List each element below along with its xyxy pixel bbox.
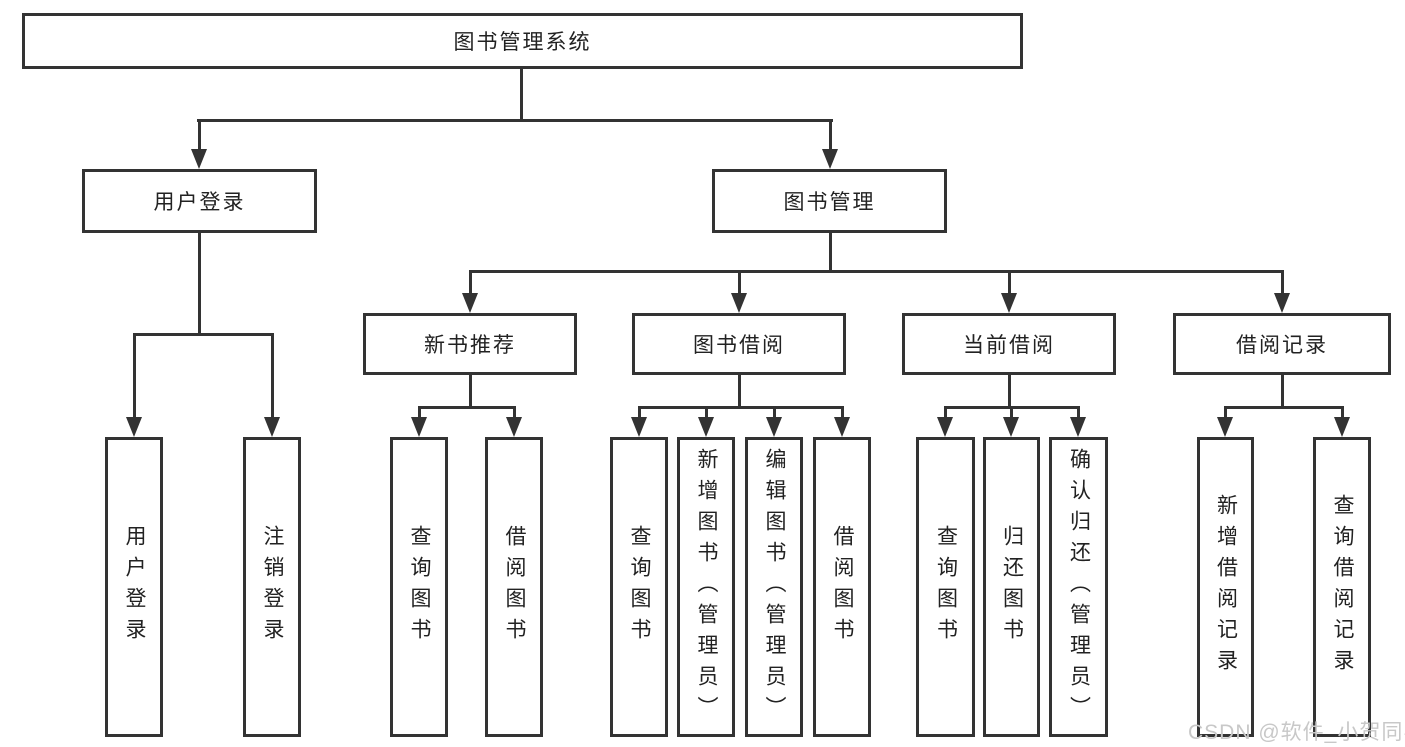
arrowhead-edit-book-icon: [766, 417, 782, 437]
connector-to-add-borrow-record: [1224, 406, 1227, 418]
connector-to-borrow-book-a: [513, 406, 516, 418]
leaf-add-book-admin: 新增图书（管理员）: [677, 437, 735, 737]
connector-new-book-stem: [469, 372, 472, 408]
leaf-add-borrow-record: 新增借阅记录: [1197, 437, 1254, 737]
node-book-management: 图书管理: [712, 169, 947, 233]
arrowhead-query-book-c-icon: [937, 417, 953, 437]
leaf-logout-label: 注销登录: [261, 525, 284, 649]
arrowhead-new-book-recommend-icon: [462, 293, 478, 313]
connector-to-book-borrow: [738, 270, 741, 294]
arrowhead-confirm-return-icon: [1070, 417, 1086, 437]
arrowhead-current-borrow-icon: [1001, 293, 1017, 313]
connector-to-book-management: [829, 119, 832, 151]
leaf-query-book-current-label: 查询图书: [934, 525, 958, 649]
arrowhead-leaf-logout-icon: [264, 417, 280, 437]
arrowhead-query-borrow-record-icon: [1334, 417, 1350, 437]
connector-user-login-branch: [133, 333, 274, 336]
connector-to-new-book-recommend: [469, 270, 472, 294]
leaf-query-book-borrow-label: 查询图书: [628, 525, 651, 649]
arrowhead-query-book-b-icon: [631, 417, 647, 437]
leaf-query-borrow-record: 查询借阅记录: [1313, 437, 1371, 737]
connector-to-leaf-logout: [271, 333, 274, 418]
node-user-login: 用户登录: [82, 169, 317, 233]
connector-current-borrow-stem: [1008, 372, 1011, 408]
connector-to-borrow-record: [1281, 270, 1284, 294]
connector-root-stem: [520, 67, 523, 121]
connector-book-management-stem: [829, 231, 832, 272]
connector-to-query-borrow-record: [1341, 406, 1344, 418]
connector-to-edit-book: [773, 406, 776, 418]
leaf-query-book-current: 查询图书: [916, 437, 975, 737]
node-new-book-recommend: 新书推荐: [363, 313, 577, 375]
node-book-management-label: 图书管理: [783, 191, 876, 214]
connector-to-add-book: [705, 406, 708, 418]
connector-to-borrow-book-b: [841, 406, 844, 418]
node-new-book-recommend-label: 新书推荐: [424, 334, 516, 357]
leaf-query-book-borrow: 查询图书: [610, 437, 668, 737]
node-system-root-label: 图书管理系统: [453, 31, 592, 54]
leaf-user-login: 用户登录: [105, 437, 163, 737]
arrowhead-borrow-record-icon: [1274, 293, 1290, 313]
leaf-query-book-recommend-label: 查询图书: [408, 525, 431, 649]
connector-to-current-borrow: [1008, 270, 1011, 294]
connector-to-return-book: [1010, 406, 1013, 418]
connector-user-login-stem: [198, 231, 201, 335]
leaf-user-login-label: 用户登录: [123, 525, 146, 649]
arrowhead-add-book-icon: [698, 417, 714, 437]
leaf-borrow-book-recommend: 借阅图书: [485, 437, 543, 737]
arrowhead-user-login-icon: [191, 149, 207, 169]
arrowhead-return-book-icon: [1003, 417, 1019, 437]
leaf-borrow-book-borrow-label: 借阅图书: [831, 525, 854, 649]
leaf-add-book-admin-label: 新增图书（管理员）: [695, 447, 718, 727]
node-user-login-label: 用户登录: [153, 191, 246, 214]
connector-to-query-book-a: [418, 406, 421, 418]
arrowhead-add-borrow-record-icon: [1217, 417, 1233, 437]
connector-book-management-branch: [469, 270, 1283, 273]
connector-new-book-branch: [418, 406, 516, 409]
connector-to-query-book-b: [638, 406, 641, 418]
connector-borrow-record-branch: [1224, 406, 1344, 409]
connector-book-borrow-stem: [738, 372, 741, 408]
leaf-return-book-label: 归还图书: [1000, 525, 1024, 649]
arrowhead-book-management-icon: [822, 149, 838, 169]
arrowhead-borrow-book-a-icon: [506, 417, 522, 437]
leaf-return-book: 归还图书: [983, 437, 1040, 737]
watermark-text: CSDN @软件_小贺同学: [1188, 721, 1405, 744]
leaf-confirm-return-admin-label: 确认归还（管理员）: [1067, 447, 1091, 727]
leaf-query-borrow-record-label: 查询借阅记录: [1331, 494, 1354, 680]
leaf-add-borrow-record-label: 新增借阅记录: [1214, 494, 1238, 680]
leaf-borrow-book-recommend-label: 借阅图书: [503, 525, 526, 649]
node-current-borrow-label: 当前借阅: [963, 334, 1055, 357]
node-borrow-record: 借阅记录: [1173, 313, 1391, 375]
connector-to-confirm-return: [1077, 406, 1080, 418]
arrowhead-query-book-a-icon: [411, 417, 427, 437]
node-book-borrow: 图书借阅: [632, 313, 846, 375]
connector-to-user-login: [198, 119, 201, 151]
arrowhead-leaf-user-login-icon: [126, 417, 142, 437]
leaf-logout: 注销登录: [243, 437, 301, 737]
connector-to-query-book-c: [944, 406, 947, 418]
node-current-borrow: 当前借阅: [902, 313, 1116, 375]
arrowhead-book-borrow-icon: [731, 293, 747, 313]
leaf-edit-book-admin-label: 编辑图书（管理员）: [763, 447, 786, 727]
leaf-edit-book-admin: 编辑图书（管理员）: [745, 437, 803, 737]
connector-book-borrow-branch: [638, 406, 844, 409]
connector-to-leaf-user-login: [133, 333, 136, 418]
node-book-borrow-label: 图书借阅: [693, 334, 785, 357]
leaf-query-book-recommend: 查询图书: [390, 437, 448, 737]
connector-borrow-record-stem: [1281, 372, 1284, 408]
arrowhead-borrow-book-b-icon: [834, 417, 850, 437]
leaf-confirm-return-admin: 确认归还（管理员）: [1049, 437, 1108, 737]
connector-root-branch: [197, 119, 833, 122]
node-borrow-record-label: 借阅记录: [1236, 334, 1328, 357]
node-system-root: 图书管理系统: [22, 13, 1023, 69]
leaf-borrow-book-borrow: 借阅图书: [813, 437, 871, 737]
